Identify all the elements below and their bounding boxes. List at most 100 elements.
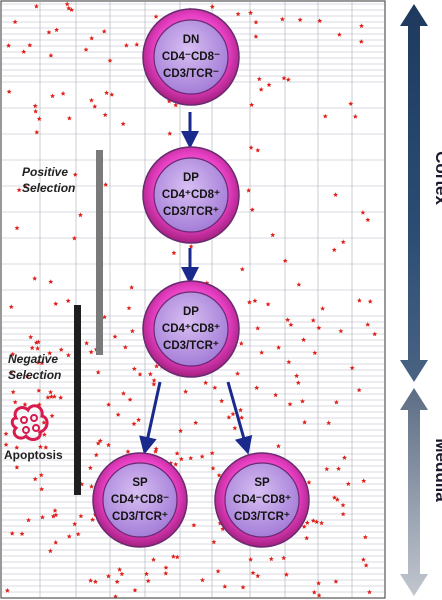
red-star-icon xyxy=(47,548,53,554)
red-star-icon xyxy=(27,42,33,48)
red-star-icon xyxy=(253,34,259,39)
red-star-icon xyxy=(131,366,137,371)
red-star-icon xyxy=(287,401,293,407)
red-star-icon xyxy=(365,322,371,327)
red-star-icon xyxy=(248,557,254,562)
red-star-icon xyxy=(252,298,258,303)
red-star-icon xyxy=(90,517,96,522)
red-star-icon xyxy=(122,344,128,350)
red-star-icon xyxy=(316,580,322,586)
red-star-icon xyxy=(362,534,368,540)
red-star-icon xyxy=(3,431,9,436)
red-star-icon xyxy=(276,345,282,350)
cell-label-line1: DN xyxy=(183,34,200,46)
red-star-icon xyxy=(39,360,45,366)
red-star-icon xyxy=(32,276,38,281)
red-star-icon xyxy=(250,570,256,576)
positive-selection-label-line2: Selection xyxy=(22,181,75,195)
red-star-icon xyxy=(286,359,292,365)
red-star-icon xyxy=(66,5,72,11)
red-star-icon xyxy=(166,98,172,104)
red-star-icon xyxy=(340,511,346,517)
cell-label-line3: CD3/TCR⁺ xyxy=(163,340,219,352)
red-star-icon xyxy=(301,524,307,529)
red-star-icon xyxy=(199,454,205,459)
red-star-icon xyxy=(93,452,99,458)
red-star-icon xyxy=(352,113,358,119)
red-star-icon xyxy=(53,512,59,518)
cortex-double-arrow xyxy=(400,4,428,382)
cell-nucleus xyxy=(153,19,229,95)
cell-dp2: DP CD4⁺CD8⁺ CD3/TCR⁺ xyxy=(142,280,240,378)
red-star-icon xyxy=(144,571,149,577)
red-star-icon xyxy=(361,557,366,562)
red-star-icon xyxy=(256,76,262,82)
red-star-icon xyxy=(173,102,179,108)
red-star-icon xyxy=(188,243,194,249)
red-star-icon xyxy=(52,508,58,513)
red-star-icon xyxy=(109,92,115,97)
red-star-icon xyxy=(238,340,244,346)
red-star-icon xyxy=(338,328,344,334)
red-star-icon xyxy=(136,417,142,422)
red-star-icon xyxy=(174,554,180,560)
red-star-icon xyxy=(54,27,60,33)
red-star-icon xyxy=(16,187,22,193)
red-star-icon xyxy=(239,266,245,272)
red-star-icon xyxy=(83,47,89,52)
red-star-icon xyxy=(324,466,330,472)
red-star-icon xyxy=(41,419,47,425)
red-star-icon xyxy=(36,388,42,393)
red-star-icon xyxy=(47,350,53,356)
red-star-icon xyxy=(220,526,226,532)
red-star-icon xyxy=(255,325,261,331)
red-star-icon xyxy=(171,250,177,256)
red-star-icon xyxy=(222,583,228,589)
red-star-icon xyxy=(21,49,27,54)
red-star-icon xyxy=(266,82,272,87)
red-star-icon xyxy=(356,387,362,393)
red-star-icon xyxy=(153,446,159,451)
red-star-icon xyxy=(317,18,323,23)
red-star-icon xyxy=(49,413,55,418)
red-star-icon xyxy=(360,210,366,215)
cell-label-line3: CD3/TCR⁺ xyxy=(112,511,168,523)
red-star-icon xyxy=(71,235,77,241)
red-star-icon xyxy=(365,217,371,222)
red-star-icon xyxy=(9,530,15,536)
red-star-icon xyxy=(163,570,169,576)
red-star-icon xyxy=(203,380,209,385)
negative-selection-label-line1: Negative xyxy=(8,352,58,366)
red-star-icon xyxy=(265,301,271,307)
red-star-icon xyxy=(66,115,72,121)
red-star-icon xyxy=(95,440,101,446)
red-star-icon xyxy=(145,578,151,584)
cell-label-line1: DP xyxy=(183,306,199,318)
cell-nucleus xyxy=(153,157,229,233)
red-star-icon xyxy=(170,554,176,559)
red-star-icon xyxy=(32,103,38,109)
red-star-icon xyxy=(209,4,215,9)
red-star-icon xyxy=(212,385,218,390)
red-star-icon xyxy=(288,322,294,327)
red-star-icon xyxy=(64,1,70,7)
red-star-icon xyxy=(297,17,303,22)
red-star-icon xyxy=(151,381,157,387)
red-star-icon xyxy=(178,456,184,462)
cell-label-line2: CD4⁻CD8⁻ xyxy=(162,51,220,63)
red-star-icon xyxy=(151,557,156,562)
red-star-icon xyxy=(248,145,254,150)
red-star-icon xyxy=(126,305,132,311)
red-star-icon xyxy=(154,363,160,369)
red-star-icon xyxy=(22,183,28,189)
red-star-icon xyxy=(34,3,39,9)
red-star-icon xyxy=(120,121,126,126)
red-star-icon xyxy=(60,91,66,96)
cell-label-line2: CD4⁺CD8⁺ xyxy=(162,323,220,335)
red-star-icon xyxy=(285,77,291,82)
red-star-icon xyxy=(249,207,255,212)
red-star-icon xyxy=(363,562,369,568)
red-star-icon xyxy=(12,19,18,24)
